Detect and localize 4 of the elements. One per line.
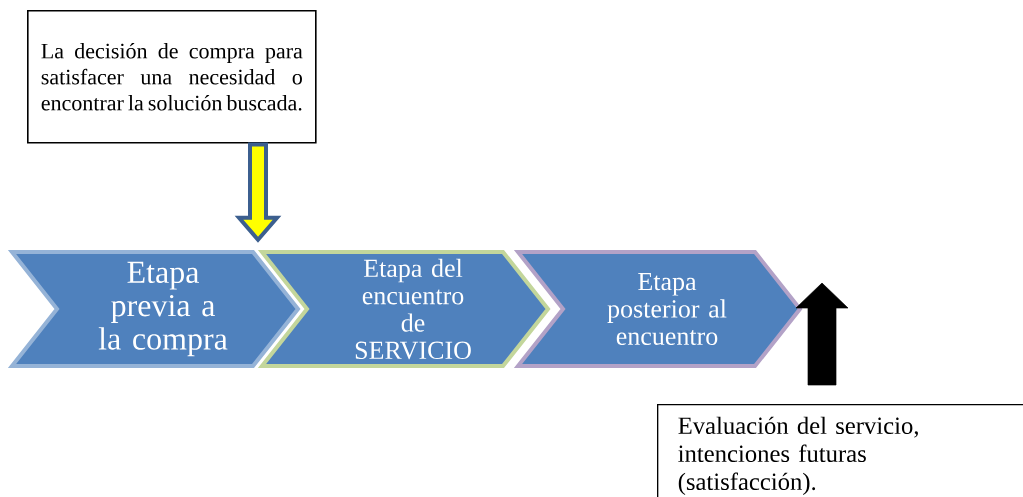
text-box: Evaluación del servicio, intenciones futuras (satisfacción).: [657, 404, 1023, 497]
block-arrow: [795, 282, 849, 386]
text-box: La decisión de compra para satisfacer una necesidad o encontrar la solución buscada.: [27, 10, 317, 144]
block-arrow: [234, 142, 282, 243]
